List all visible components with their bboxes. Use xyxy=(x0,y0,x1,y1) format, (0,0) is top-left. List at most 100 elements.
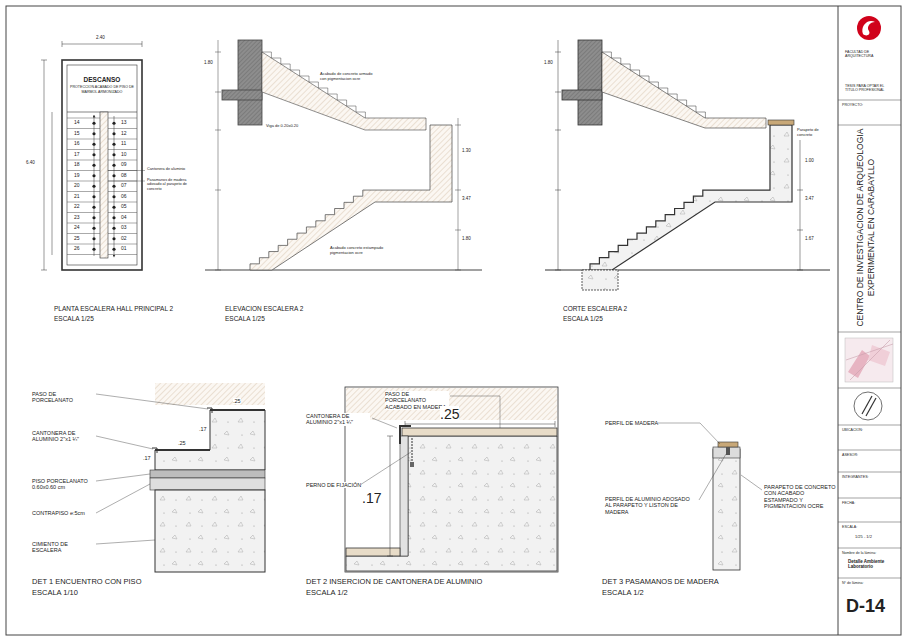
detail-label: PISO PORCELANATO 0.60x0.60 cm xyxy=(32,478,94,491)
dimension: 1.30 xyxy=(462,148,471,153)
stair-plan xyxy=(92,206,95,209)
stair-plan xyxy=(112,206,115,209)
sheet-number: D-14 xyxy=(846,596,885,617)
stair-elevation xyxy=(458,118,459,270)
detail-2 xyxy=(346,436,557,571)
stair-plan xyxy=(108,160,137,161)
step-number: 12 xyxy=(121,131,127,137)
stair-section xyxy=(545,40,830,290)
step-number: 14 xyxy=(74,120,80,126)
north-symbol xyxy=(854,392,882,420)
location-map xyxy=(846,340,893,380)
step-number: 13 xyxy=(121,120,127,126)
stair-plan xyxy=(108,170,145,171)
stair-plan xyxy=(108,181,145,182)
stair-plan xyxy=(108,212,137,213)
location-map xyxy=(845,338,893,382)
stair-elevation xyxy=(215,52,221,270)
stair-plan xyxy=(108,233,137,234)
north-symbol xyxy=(854,392,882,420)
step-number: 23 xyxy=(74,215,80,221)
dimension: .25 xyxy=(233,398,241,404)
stair-section xyxy=(558,40,559,270)
detail-caption: DET 1 ENCUENTRO CON PISO xyxy=(32,578,141,587)
stair-plan xyxy=(67,139,100,140)
step-number: 07 xyxy=(121,183,127,189)
stair-plan xyxy=(41,41,145,270)
sheet-frame xyxy=(6,6,901,635)
north-symbol xyxy=(862,396,872,414)
step-number: 15 xyxy=(74,131,80,137)
detail-3 xyxy=(713,447,740,458)
stair-plan xyxy=(108,254,137,255)
stair-plan xyxy=(108,223,137,224)
stair-section xyxy=(602,52,766,128)
detail-3 xyxy=(726,447,730,455)
detail-3 xyxy=(741,475,762,490)
annotation: Acabado concreto estampado pigmentacion … xyxy=(330,246,390,255)
step-number: 17 xyxy=(74,152,80,158)
sheet-frame xyxy=(838,100,901,101)
title-block-field: Nº de lámina: xyxy=(842,581,864,585)
view-caption: ELEVACION ESCALERA 2 xyxy=(225,305,303,312)
stair-plan xyxy=(112,216,115,219)
detail-1 xyxy=(96,540,155,544)
location-map xyxy=(848,350,870,378)
step-number: 09 xyxy=(121,162,127,168)
stair-plan xyxy=(108,128,137,129)
stair-elevation xyxy=(455,125,461,270)
stair-plan xyxy=(62,60,142,270)
detail-2 xyxy=(400,426,411,444)
step-number: 10 xyxy=(121,152,127,158)
stair-plan xyxy=(92,122,115,251)
step-number: 20 xyxy=(74,183,80,189)
stair-plan xyxy=(112,248,115,251)
detail-2 xyxy=(402,428,557,436)
detail-2 xyxy=(372,418,397,428)
stair-plan xyxy=(112,164,115,167)
stair-plan xyxy=(112,122,115,125)
stair-plan xyxy=(92,122,95,125)
stair-plan xyxy=(92,216,95,219)
stair-plan xyxy=(67,233,100,234)
stair-plan xyxy=(92,153,95,156)
stair-elevation xyxy=(222,90,262,100)
detail-label: PASO DE PORCELANATO xyxy=(32,391,94,404)
stair-plan xyxy=(92,237,95,240)
detail-1 xyxy=(155,410,265,470)
stair-plan xyxy=(67,202,100,203)
detail-scale: ESCALA 1/10 xyxy=(32,589,78,598)
step-number: 24 xyxy=(74,225,80,231)
university-logo xyxy=(857,16,881,40)
step-number: 04 xyxy=(121,215,127,221)
sheet-frame xyxy=(838,548,901,549)
step-number: 02 xyxy=(121,236,127,242)
dimension: 3.47 xyxy=(462,196,471,201)
detail-1 xyxy=(155,449,210,451)
detail-1 xyxy=(152,408,212,453)
detail-3 xyxy=(699,454,726,500)
annotation: Acabado de concreto armado con pigmentac… xyxy=(320,72,380,81)
detail-3 xyxy=(713,449,740,570)
detail-2 xyxy=(410,462,414,467)
stair-plan xyxy=(92,132,95,135)
sheet-frame xyxy=(6,6,901,635)
detail-1 xyxy=(96,436,153,449)
title-block-field: PROYECTO: xyxy=(842,103,863,107)
step-number: 22 xyxy=(74,204,80,210)
stair-plan xyxy=(67,118,100,119)
stair-plan xyxy=(112,143,115,146)
dimension: 2.40 xyxy=(96,35,105,40)
stair-plan xyxy=(108,191,137,192)
view-scale: ESCALA 1/25 xyxy=(563,315,603,322)
detail-caption: DET 2 INSERCION DE CANTONERA DE ALUMINIO xyxy=(306,578,482,587)
stair-plan xyxy=(112,185,115,188)
detail-1 xyxy=(96,394,208,409)
detail-2 xyxy=(412,438,413,466)
sheet-frame xyxy=(838,472,901,473)
stair-plan xyxy=(62,44,142,45)
title-block-field: ESCALA: xyxy=(842,525,857,529)
stair-section xyxy=(578,40,602,125)
view-scale: ESCALA 1/25 xyxy=(54,315,94,322)
stair-section xyxy=(797,190,803,270)
